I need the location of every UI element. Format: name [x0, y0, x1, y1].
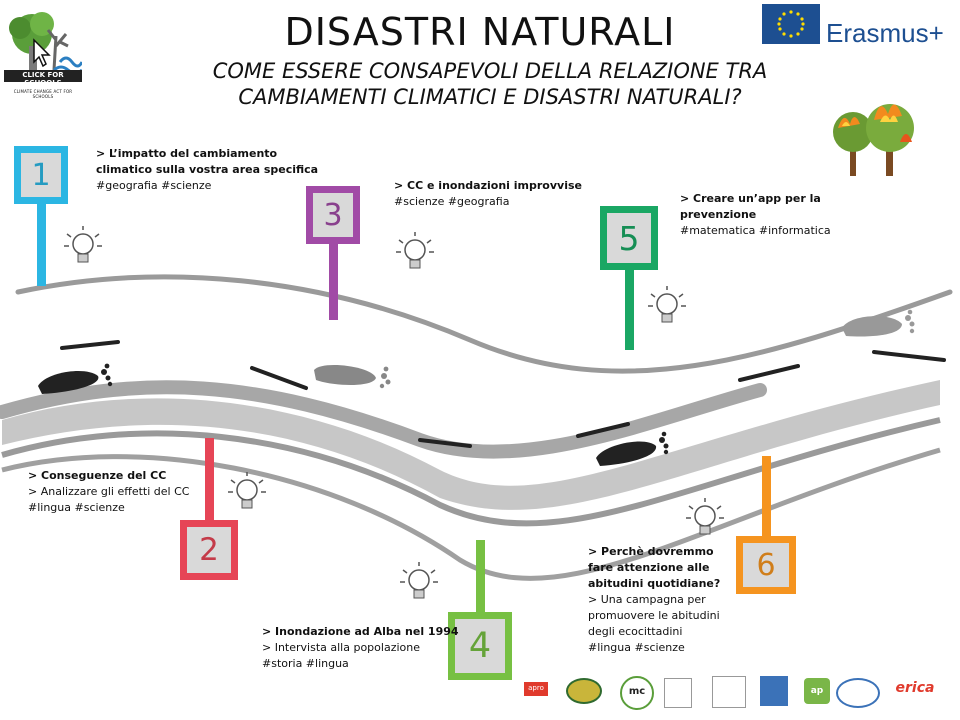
footprint-icon	[842, 309, 915, 337]
click-for-schools-logo	[4, 6, 84, 98]
stop-3-line: > CC e inondazioni improvvise	[394, 179, 582, 192]
partner-logo	[712, 676, 746, 708]
signpost-2: 2	[180, 520, 238, 580]
partner-logo	[566, 678, 602, 704]
partner-logo-label: ap	[810, 686, 824, 696]
signpost-number: 5	[618, 218, 640, 258]
lightbulb-icon	[228, 472, 266, 509]
subtitle-line-2: CAMBIAMENTI CLIMATICI E DISASTRI NATURAL…	[238, 85, 742, 109]
stop-6-line: fare attenzione alle	[588, 561, 710, 574]
stop-6-tags: #lingua #scienze	[588, 641, 685, 654]
page-title: DISASTRI NATURALI	[284, 10, 676, 54]
signpost-pole	[761, 456, 771, 540]
signpost-6: 6	[736, 536, 796, 594]
stop-4-tags: #storia #lingua	[262, 657, 349, 670]
stop-4-line: > Intervista alla popolazione	[262, 641, 420, 654]
stop-6-line: promuovere le abitudini	[588, 609, 720, 622]
signpost-number: 1	[31, 157, 51, 193]
logo-subcaption: CLIMATE CHANGE ACT FOR SCHOOLS	[13, 89, 73, 99]
stop-5-line: prevenzione	[680, 208, 757, 221]
stop-6-line: degli ecocittadini	[588, 625, 683, 638]
stop-2-line: > Conseguenze del CC	[28, 469, 167, 482]
signpost-number: 2	[199, 532, 219, 568]
partner-logo: ap	[804, 678, 830, 704]
lightbulb-icon	[400, 562, 438, 599]
partner-logos: apro mc ap erica	[520, 674, 960, 710]
partner-logo-label: erica	[895, 680, 935, 696]
logo-caption: CLICK FOR SCHOOLS	[22, 71, 64, 87]
forest-fire-icon	[828, 92, 924, 180]
signpost-1: 1	[14, 146, 68, 204]
partner-logo	[524, 682, 548, 696]
lightbulb-icon	[648, 286, 686, 323]
partner-logo	[836, 678, 880, 708]
eu-flag-icon	[762, 4, 820, 44]
partner-logo: mc	[620, 676, 654, 710]
stop-3-tags: #scienze #geografia	[394, 195, 510, 208]
signpost-4: 4	[448, 612, 512, 680]
stop-2-text: > Conseguenze del CC > Analizzare gli ef…	[28, 468, 189, 516]
signpost-number: 4	[468, 626, 492, 666]
footprint-icon	[596, 431, 669, 466]
lightbulb-icon	[686, 498, 724, 535]
signpost-pole	[36, 200, 46, 286]
stop-6-line: > Perchè dovremmo	[588, 545, 714, 558]
partner-logo	[664, 678, 692, 708]
footprint-icon	[38, 363, 113, 394]
stop-4-text: > Inondazione ad Alba nel 1994 > Intervi…	[262, 624, 459, 672]
signpost-pole	[475, 540, 485, 616]
signpost-number: 6	[756, 547, 776, 583]
stop-4-line: > Inondazione ad Alba nel 1994	[262, 625, 459, 638]
signpost-pole	[624, 266, 634, 350]
stop-6-text: > Perchè dovremmo fare attenzione alle a…	[588, 544, 720, 656]
signpost-pole	[328, 240, 338, 320]
partner-logo-label: apro	[528, 684, 544, 692]
stop-2-tags: #lingua #scienze	[28, 501, 125, 514]
partner-logo-label: mc	[628, 686, 646, 697]
footprint-icon	[314, 364, 391, 389]
signpost-number: 3	[323, 197, 343, 233]
stop-1-line: > L’impatto del cambiamento	[96, 147, 278, 160]
signpost-3: 3	[306, 186, 360, 244]
subtitle-line-1: COME ESSERE CONSAPEVOLI DELLA RELAZIONE …	[212, 59, 768, 83]
stop-6-line: abitudini quotidiane?	[588, 577, 721, 590]
erasmus-label: Erasmus+	[826, 18, 944, 48]
lightbulb-icon	[64, 226, 102, 263]
stop-1-line: climatico sulla vostra area specifica	[96, 163, 319, 176]
stop-5-text: > Creare un’app per la prevenzione #mate…	[680, 191, 831, 239]
stop-1-tags: #geografia #scienze	[96, 179, 212, 192]
stop-6-line: > Una campagna per	[588, 593, 706, 606]
stop-2-line: > Analizzare gli effetti del CC	[28, 485, 190, 498]
stop-3-text: > CC e inondazioni improvvise #scienze #…	[394, 178, 582, 210]
signpost-pole	[204, 438, 214, 524]
page-subtitle: COME ESSERE CONSAPEVOLI DELLA RELAZIONE …	[150, 58, 830, 110]
stop-5-line: > Creare un’app per la	[680, 192, 821, 205]
stop-1-text: > L’impatto del cambiamento climatico su…	[96, 146, 318, 194]
partner-logo	[760, 676, 788, 706]
lightbulb-icon	[396, 232, 434, 269]
stop-5-tags: #matematica #informatica	[680, 224, 831, 237]
signpost-5: 5	[600, 206, 658, 270]
